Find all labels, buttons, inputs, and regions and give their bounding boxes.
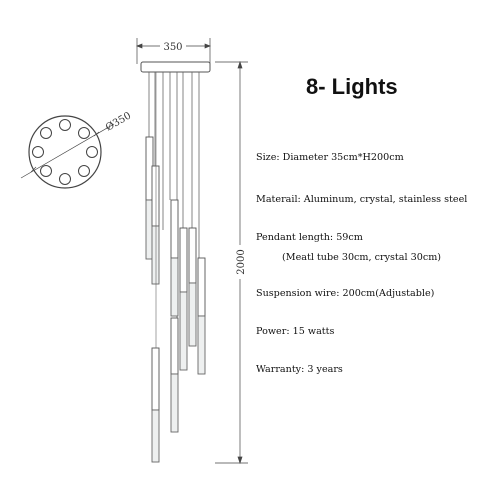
top-view-light xyxy=(86,146,98,158)
pendant xyxy=(170,317,179,433)
top-view-light xyxy=(78,165,90,177)
width-label: 350 xyxy=(163,42,182,53)
top-view: Ø350 xyxy=(20,110,133,189)
spec-size: Size: Diameter 35cm*H200cm xyxy=(256,152,404,163)
diameter-label: Ø350 xyxy=(104,110,133,133)
diameter-line xyxy=(20,123,115,179)
spec-suspension-wire: Suspension wire: 200cm(Adjustable) xyxy=(256,288,435,299)
pendant xyxy=(197,257,206,375)
top-view-light xyxy=(40,165,52,177)
top-view-light xyxy=(59,119,71,131)
pendant xyxy=(179,227,188,371)
ceiling-canopy xyxy=(140,61,211,73)
top-view-light xyxy=(40,127,52,139)
height-label-bg xyxy=(234,245,246,279)
top-view-lights xyxy=(32,119,98,185)
pendant xyxy=(151,165,160,285)
spec-material: Materail: Aluminum, crystal, stainless s… xyxy=(256,194,468,205)
pendants xyxy=(145,136,206,463)
pendant xyxy=(188,227,197,347)
width-label-bg xyxy=(160,40,186,52)
top-view-light xyxy=(78,127,90,139)
product-title: 8- Lights xyxy=(306,74,398,99)
top-view-light xyxy=(32,146,44,158)
pendant xyxy=(151,347,160,463)
spec-pendant-detail: (Meatl tube 30cm, crystal 30cm) xyxy=(282,252,442,263)
spec-power: Power: 15 watts xyxy=(256,326,335,337)
spec-pendant-length: Pendant length: 59cm xyxy=(256,232,363,243)
pendant xyxy=(170,199,179,317)
height-label: 2000 xyxy=(236,249,247,274)
spec-warranty: Warranty: 3 years xyxy=(256,364,343,375)
top-view-light xyxy=(59,173,71,185)
